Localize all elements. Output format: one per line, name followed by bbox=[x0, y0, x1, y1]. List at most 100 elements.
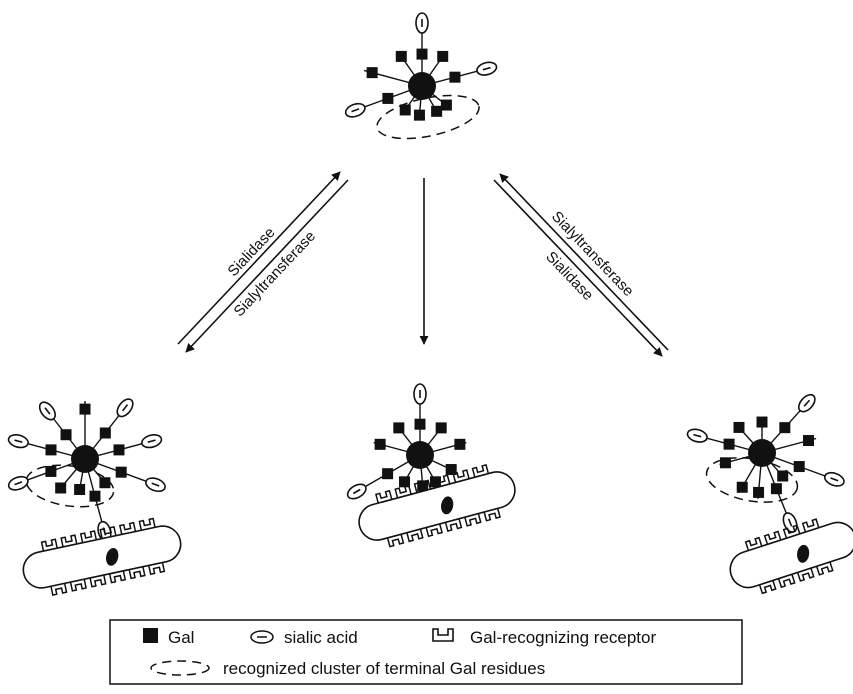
cell-body bbox=[22, 517, 182, 596]
gal-square-icon bbox=[113, 444, 125, 456]
gal-square-icon bbox=[723, 438, 735, 450]
core-sphere-icon bbox=[408, 72, 436, 100]
receptor-icon bbox=[444, 518, 463, 532]
gal-square-icon bbox=[417, 480, 429, 492]
right-double-arrow bbox=[493, 173, 669, 357]
cell-body bbox=[358, 463, 516, 548]
receptor-icon bbox=[50, 583, 68, 596]
receptor-icon bbox=[464, 513, 482, 527]
receptor-icon bbox=[471, 463, 490, 478]
cell-outline bbox=[22, 525, 182, 589]
sialic-acid-icon bbox=[413, 383, 427, 405]
gal-square-icon bbox=[366, 67, 378, 79]
gal-cluster-outline bbox=[705, 457, 799, 503]
top-molecule bbox=[344, 12, 498, 140]
receptor-icon bbox=[413, 479, 432, 493]
gal-cluster-outline bbox=[376, 94, 480, 140]
receptor-icon bbox=[99, 525, 117, 539]
gal-square-icon bbox=[435, 422, 447, 434]
gal-square-icon bbox=[99, 427, 111, 439]
gal-square-icon bbox=[395, 50, 407, 62]
sialic-acid-icon bbox=[823, 471, 845, 487]
receptor-icon bbox=[60, 534, 78, 548]
sialic-acid-icon bbox=[250, 630, 274, 644]
sialic-acid-icon bbox=[797, 393, 816, 413]
receptor-icon bbox=[796, 567, 815, 582]
gal-square-icon bbox=[440, 99, 452, 111]
gal-square-icon bbox=[719, 457, 731, 469]
cell-outline bbox=[358, 471, 516, 541]
sialic-acid-icon bbox=[116, 398, 134, 418]
gal-square-icon bbox=[429, 476, 441, 488]
left-double-arrow bbox=[177, 171, 349, 353]
gal-square-icon bbox=[414, 418, 426, 430]
cell-outline bbox=[729, 521, 853, 589]
receptor-icon bbox=[375, 489, 393, 504]
gal-square-icon bbox=[45, 444, 57, 456]
sialic-acid-icon bbox=[344, 102, 366, 118]
nucleus-icon bbox=[441, 496, 454, 515]
legend-receptor-label: Gal-recognizing receptor bbox=[470, 628, 656, 647]
sialic-acid-icon bbox=[686, 428, 708, 443]
gal-square-icon bbox=[779, 422, 791, 434]
core-sphere-icon bbox=[748, 439, 776, 467]
receptor-icon bbox=[758, 580, 777, 595]
sialic-acid-icon bbox=[415, 12, 429, 34]
receptor-icon bbox=[138, 517, 156, 531]
receptor-icon bbox=[763, 530, 782, 545]
receptor-icon bbox=[744, 536, 763, 551]
sialic-acid-icon bbox=[7, 475, 29, 491]
receptor-icon bbox=[406, 528, 424, 543]
receptor-icon bbox=[79, 530, 98, 543]
gal-square-icon bbox=[437, 50, 449, 62]
core-sphere-icon bbox=[71, 445, 99, 473]
gal-square-icon bbox=[399, 476, 411, 488]
gal-square-icon bbox=[79, 403, 91, 415]
sialic-acid-icon bbox=[38, 401, 57, 421]
gal-square-icon bbox=[413, 109, 425, 121]
receptor-icon bbox=[394, 484, 412, 499]
gal-square-icon bbox=[803, 435, 815, 447]
gal-square-icon bbox=[431, 105, 443, 117]
sialic-acid-icon bbox=[145, 477, 166, 493]
sialic-acid-icon bbox=[346, 483, 367, 500]
gal-square-icon bbox=[449, 71, 461, 83]
sialic-acid-icon bbox=[141, 433, 163, 449]
receptor-icon bbox=[782, 524, 801, 539]
bottom-right-cell bbox=[729, 518, 853, 595]
nucleus-icon bbox=[797, 544, 810, 563]
bottom-center-molecule bbox=[346, 383, 467, 500]
gal-square-icon bbox=[454, 438, 466, 450]
gal-square-icon bbox=[89, 490, 101, 502]
receptor-icon bbox=[386, 534, 405, 548]
receptor-icon bbox=[432, 474, 451, 488]
gal-square-icon bbox=[445, 464, 457, 476]
gal-square-icon bbox=[99, 477, 111, 489]
gal-square-icon bbox=[777, 470, 789, 482]
gal-square-icon bbox=[60, 429, 72, 441]
receptor-icon bbox=[108, 570, 127, 584]
gal-square-icon bbox=[382, 468, 394, 480]
gal-square-icon bbox=[753, 486, 765, 498]
cluster-dashed-icon bbox=[150, 660, 210, 676]
gal-square-icon bbox=[45, 465, 57, 477]
receptor-icon bbox=[128, 566, 146, 580]
legend-gal-label: Gal bbox=[168, 628, 194, 647]
bottom-left-molecule bbox=[7, 398, 166, 543]
gal-square-icon bbox=[393, 422, 405, 434]
gal-square-icon bbox=[399, 104, 411, 116]
nucleus-icon bbox=[106, 548, 119, 566]
receptor-icon bbox=[118, 521, 137, 535]
gal-square-icon bbox=[115, 466, 127, 478]
receptor-icon bbox=[777, 574, 796, 589]
right-arrow-label-top: Sialyltransferase bbox=[548, 208, 637, 300]
gal-square-icon bbox=[374, 438, 386, 450]
gal-square-icon bbox=[793, 461, 805, 473]
gal-square-icon bbox=[733, 421, 745, 433]
sialic-acid-icon bbox=[7, 433, 29, 449]
receptor-icon bbox=[452, 469, 470, 483]
receptor-icon bbox=[89, 574, 107, 588]
gal-square-icon bbox=[143, 628, 158, 643]
legend: Gal sialic acid Gal-recognizing receptor… bbox=[109, 619, 743, 685]
